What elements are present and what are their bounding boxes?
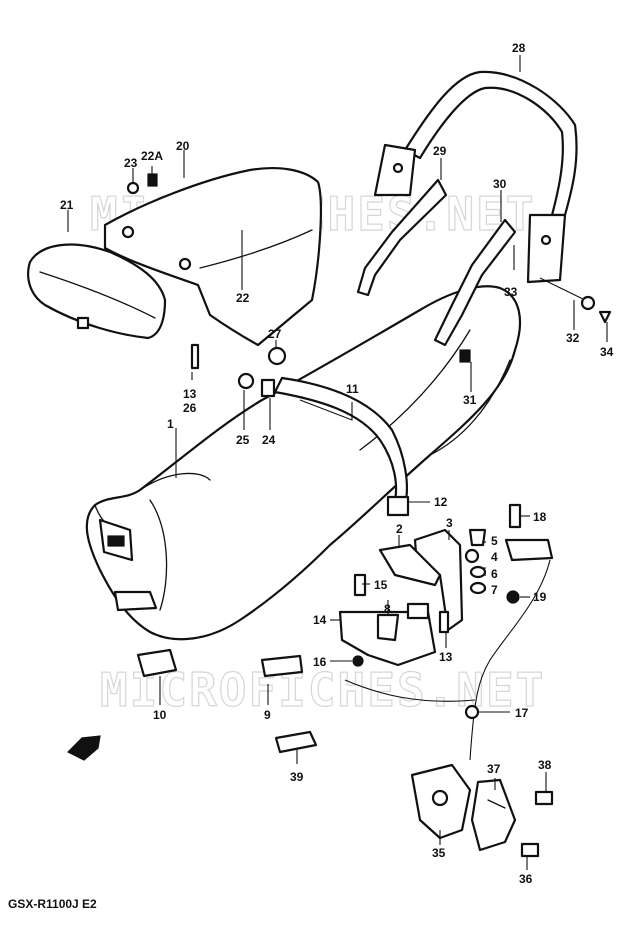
callout-6: 6 — [491, 567, 498, 581]
grab-rail — [373, 70, 578, 284]
callout-labels: 1 2 3 4 5 6 7 8 9 10 11 12 13 26 13 14 1… — [60, 41, 614, 886]
bolt-38b — [520, 842, 540, 858]
callout-8: 8 — [384, 602, 391, 616]
callout-4: 4 — [491, 550, 498, 564]
nut-16 — [352, 655, 364, 667]
callout-37: 37 — [487, 762, 501, 776]
callout-3: 3 — [446, 516, 453, 530]
callout-7: 7 — [491, 583, 498, 597]
bolt-15 — [353, 573, 367, 597]
callout-12: 12 — [434, 495, 448, 509]
callout-39: 39 — [290, 770, 304, 784]
cable-clamp — [504, 538, 554, 562]
washer-7 — [469, 581, 487, 595]
washer-6 — [469, 565, 487, 579]
spacer-5 — [468, 528, 487, 547]
seat-assembly — [85, 285, 522, 641]
pad-10 — [136, 648, 178, 678]
callout-2: 2 — [396, 522, 403, 536]
callout-36: 36 — [519, 872, 533, 886]
callout-13-upper: 13 — [183, 387, 197, 401]
front-direction-arrow — [66, 735, 101, 761]
callout-32: 32 — [566, 331, 580, 345]
callout-5: 5 — [491, 534, 498, 548]
callout-1: 1 — [167, 417, 174, 431]
callout-14: 14 — [313, 613, 327, 627]
bracket-29 — [356, 178, 448, 297]
seat-tail-cover — [103, 167, 322, 370]
callout-24: 24 — [262, 433, 276, 447]
callout-26: 26 — [183, 401, 197, 415]
callout-30: 30 — [493, 177, 507, 191]
damper-8 — [406, 602, 430, 620]
callout-9: 9 — [264, 708, 271, 722]
bolt-24 — [260, 378, 276, 398]
callout-19: 19 — [533, 590, 547, 604]
callout-10: 10 — [153, 708, 167, 722]
callout-28: 28 — [512, 41, 526, 55]
callout-27: 27 — [268, 327, 282, 341]
nut-19 — [506, 590, 520, 604]
label-plate-39 — [274, 730, 318, 754]
plate-9 — [260, 654, 304, 678]
callout-16: 16 — [313, 655, 327, 669]
nut-4 — [464, 548, 480, 564]
seat-lock-35 — [410, 763, 517, 852]
callout-33: 33 — [504, 285, 518, 299]
bolt-31 — [459, 349, 471, 363]
callout-35: 35 — [432, 846, 446, 860]
callout-15: 15 — [374, 578, 388, 592]
callout-34: 34 — [600, 345, 614, 359]
bolt-32 — [539, 277, 586, 301]
washer-34 — [598, 310, 612, 324]
spring-8 — [376, 613, 400, 642]
bracket-30 — [433, 218, 517, 347]
strap-bolt — [386, 495, 410, 517]
cushion-27 — [267, 346, 287, 366]
callout-29: 29 — [433, 144, 447, 158]
callout-21: 21 — [60, 198, 74, 212]
callout-25: 25 — [236, 433, 250, 447]
cable-17a — [344, 679, 476, 702]
pillion-pad — [27, 243, 167, 340]
nut-23 — [126, 181, 140, 195]
callout-20: 20 — [176, 139, 190, 153]
callout-23: 23 — [124, 156, 138, 170]
callout-22: 22 — [236, 291, 250, 305]
bolt-38a — [534, 790, 554, 806]
clip-13 — [438, 610, 450, 634]
bolt-18 — [508, 503, 522, 529]
callout-11: 11 — [346, 382, 359, 396]
callout-31: 31 — [463, 393, 477, 407]
callout-22a: 22A — [141, 149, 163, 163]
leader-lines — [67, 55, 608, 870]
bracket-2 — [378, 543, 442, 587]
callout-13-lower: 13 — [439, 650, 453, 664]
callout-38: 38 — [538, 758, 552, 772]
model-code: GSX-R1100J E2 — [8, 897, 97, 911]
washer-25 — [237, 372, 255, 390]
callout-17: 17 — [515, 706, 529, 720]
callout-18: 18 — [533, 510, 547, 524]
